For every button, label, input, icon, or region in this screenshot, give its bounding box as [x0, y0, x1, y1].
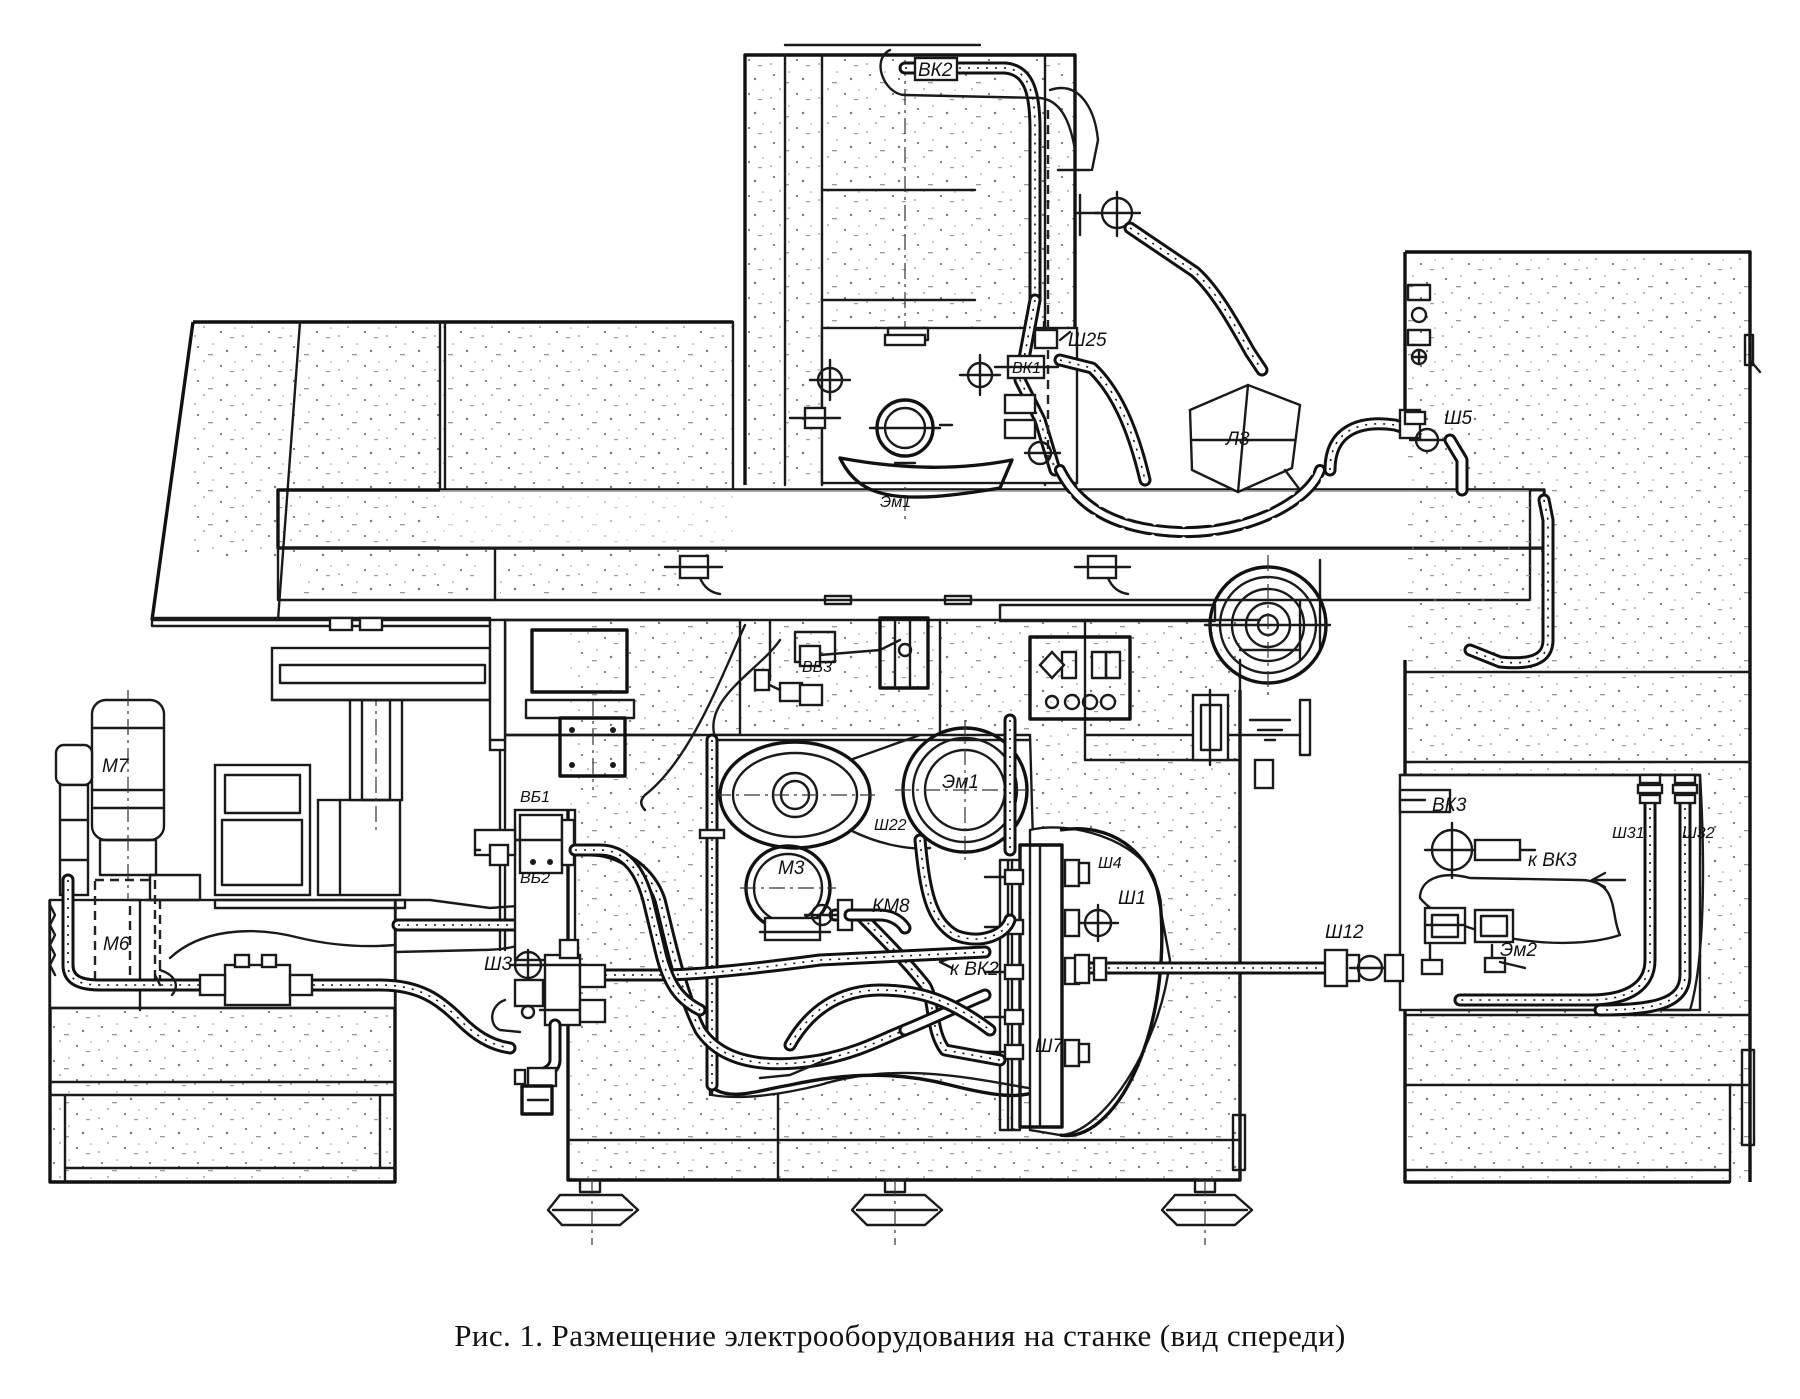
label-sh31: Ш31 [1612, 825, 1645, 842]
wheelhead-column [743, 43, 1079, 520]
electromagnet-pulley-em1 [895, 720, 1035, 860]
label-vk3: ВК3 [1432, 795, 1467, 816]
terminal-panel [983, 826, 1172, 1138]
wheel-spindle [868, 398, 954, 458]
connector-sh5 [1398, 408, 1447, 453]
labels: ВК2 Ш25 ВК1 Л3 Ш5 Эм1 ВБ3 М7 М6 ВБ1 ВБ2 … [102, 60, 1715, 1057]
bed-fittings-left [491, 938, 607, 1116]
table-stop-right [1073, 554, 1132, 596]
label-vk1: ВК1 [1012, 360, 1041, 377]
solenoid-valve [198, 953, 314, 1007]
label-sh3: Ш3 [484, 954, 512, 975]
label-sh1: Ш1 [1118, 888, 1146, 909]
leveling-foot-right [1160, 1178, 1254, 1245]
electromagnet-em2 [1420, 906, 1515, 976]
base-internal-cables [583, 833, 1017, 1080]
label-sh4: Ш4 [1098, 855, 1122, 872]
label-m6: М6 [103, 934, 130, 955]
label-to-vk3: к ВК3 [1528, 850, 1577, 871]
label-sh32: Ш32 [1682, 825, 1715, 842]
gland-sh32 [1671, 773, 1699, 805]
gland-sh31 [1636, 773, 1664, 805]
leveling-foot-center [850, 1178, 944, 1245]
label-vk2: ВК2 [918, 60, 953, 81]
saddle-handwheel-left [788, 358, 852, 430]
label-sh7: Ш7 [1035, 1036, 1064, 1057]
label-m7: М7 [102, 756, 130, 777]
control-panel [1028, 635, 1132, 721]
connector-base-right [1073, 953, 1108, 985]
column-limit-switch [1075, 190, 1142, 238]
label-sh25: Ш25 [1068, 330, 1107, 351]
label-sh5: Ш5 [1444, 408, 1472, 429]
label-vb1: ВБ1 [520, 789, 550, 806]
label-l3: Л3 [1224, 429, 1250, 450]
cabinet-cutaway [1398, 773, 1705, 1017]
label-em2: Эм2 [1500, 940, 1537, 961]
gland-sh1 [1063, 903, 1120, 943]
electrical-cabinet [1403, 250, 1762, 1184]
saddle-handwheel-right [958, 353, 1002, 397]
vertical-duct [698, 713, 1017, 1092]
connector-sh12 [1323, 948, 1405, 988]
bed-clamp [1191, 688, 1292, 790]
gland-sh4 [1063, 858, 1091, 888]
column-fittings [1003, 353, 1152, 487]
label-sh22: Ш22 [874, 817, 907, 834]
motor-m7 [54, 690, 166, 900]
label-em1-top: Эм1 [880, 494, 911, 511]
label-to-vk2: к ВК2 [950, 959, 999, 980]
feed-bracket-vb3 [753, 616, 930, 707]
label-km8: КМ8 [872, 896, 910, 917]
connector-sh3 [491, 948, 547, 1034]
label-em1: Эм1 [942, 772, 979, 793]
figure-caption: Рис. 1. Размещение электрооборудования н… [454, 1318, 1346, 1353]
worktable [150, 320, 1546, 632]
lamp-cable [1123, 221, 1269, 377]
table-stop-left [663, 554, 724, 596]
connector-sh25 [1033, 320, 1072, 350]
cross-feed-handwheel [1203, 555, 1332, 695]
leveling-foot-left [546, 1178, 640, 1245]
work-lamp-l3 [1188, 383, 1302, 494]
switch-vk3 [1398, 788, 1537, 880]
hydraulic-tank [48, 618, 572, 1184]
valve-block-vb [473, 808, 707, 1017]
terminal-km8 [803, 898, 912, 935]
label-m3: М3 [778, 858, 805, 879]
label-sh12: Ш12 [1325, 922, 1364, 943]
label-vb2: ВБ2 [520, 870, 550, 887]
label-vb3: ВБ3 [802, 659, 832, 676]
motor-m3 [740, 844, 836, 942]
cabinet-top-cable [1323, 408, 1555, 670]
switch-vk1 [993, 354, 1060, 380]
